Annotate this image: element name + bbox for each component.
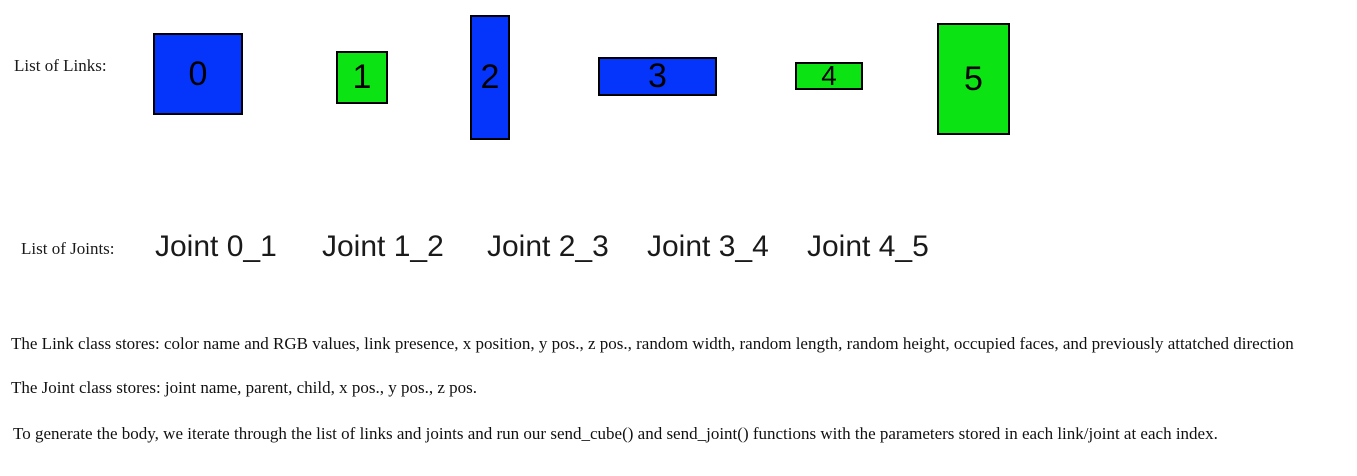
link-number: 2 [480,58,500,96]
joints-section-label: List of Joints: [21,239,115,258]
joint-label-2: Joint 2_3 [487,230,609,263]
body-generation-description: To generate the body, we iterate through… [13,424,1218,443]
joint-label-3: Joint 3_4 [647,230,769,263]
link-box-3: 3 [598,57,717,96]
links-section-label: List of Links: [14,56,107,75]
link-number: 1 [352,58,372,96]
joint-label-4: Joint 4_5 [807,230,929,263]
link-box-4: 4 [795,60,863,91]
joint-class-description: The Joint class stores: joint name, pare… [11,378,478,397]
link-box-2: 2 [470,15,510,140]
link-box-5: 5 [937,23,1010,135]
link-number: 0 [188,54,208,93]
link-box-0: 0 [153,33,243,115]
link-class-description: The Link class stores: color name and RG… [11,334,1294,353]
link-number: 4 [821,60,837,91]
link-box-1: 1 [336,51,388,104]
joint-label-0: Joint 0_1 [155,230,277,263]
joint-label-1: Joint 1_2 [322,230,444,263]
link-number: 3 [648,57,667,95]
link-number: 5 [964,59,983,98]
